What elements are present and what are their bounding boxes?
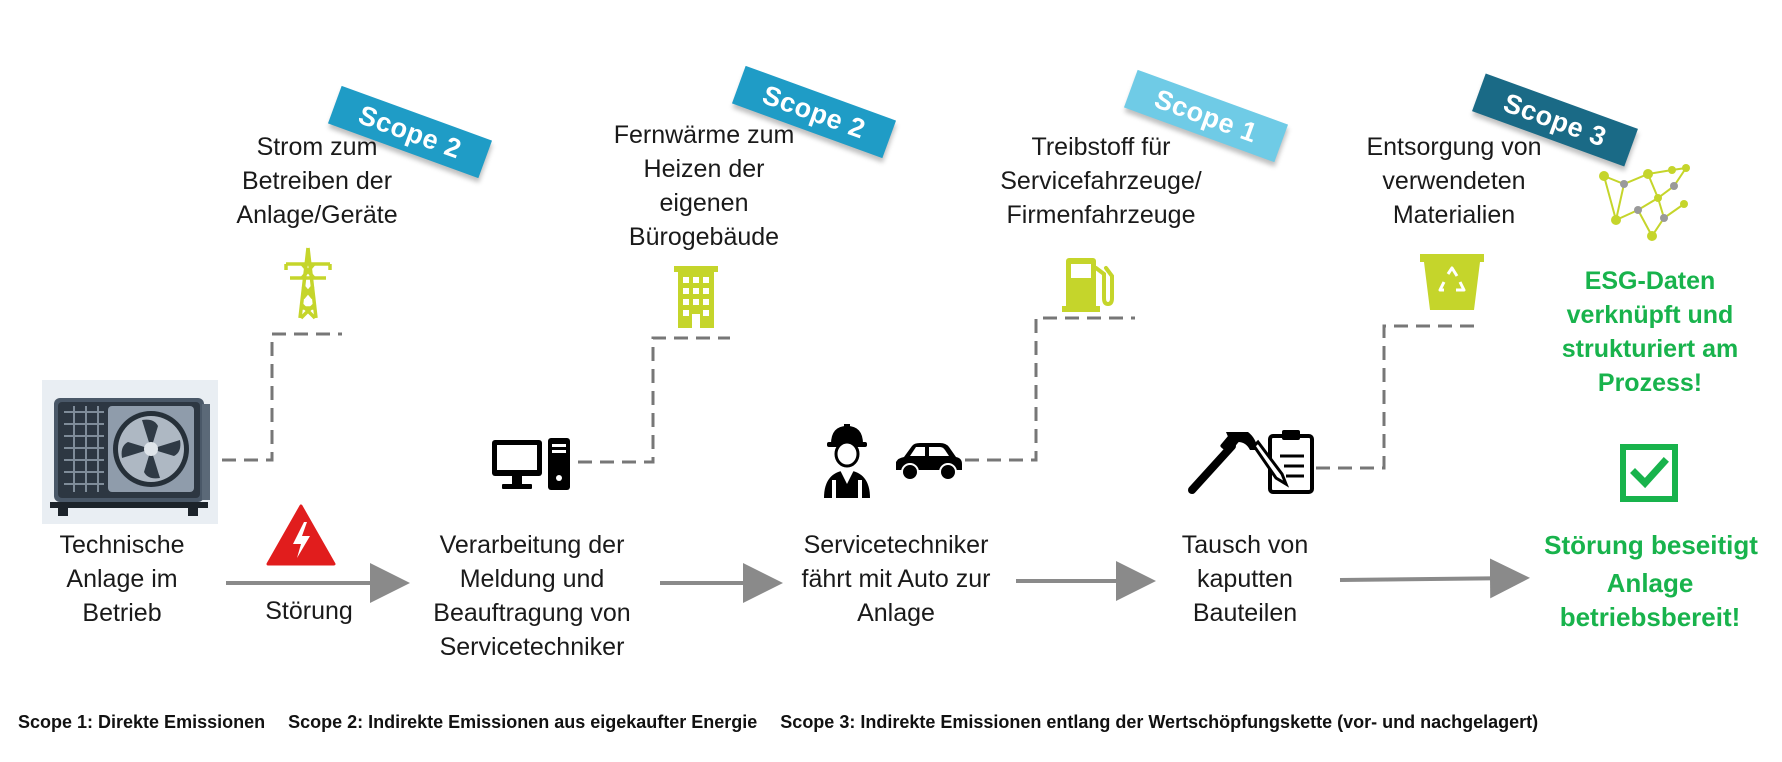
emission-label-entsorgung: Entsorgung von verwendeten Materialien xyxy=(1366,133,1542,229)
process-arrow-4 xyxy=(1339,558,1530,599)
network-graph-icon xyxy=(1594,164,1694,250)
stage-label-tausch: Tausch von kaputten Bauteilen xyxy=(1181,531,1309,627)
stage-label-verarbeitung: Verarbeitung der Meldung und Beauftragun… xyxy=(433,531,631,661)
heat-pump-unit-icon xyxy=(42,380,218,524)
hammer-icon xyxy=(1186,428,1262,496)
dashed-connector-1 xyxy=(222,332,342,462)
computer-icon xyxy=(490,436,574,492)
emission-label-fernwaerme: Fernwärme zum Heizen der eigenen Bürogeb… xyxy=(613,121,795,251)
stage-label-anlage: Technische Anlage im Betrieb xyxy=(59,531,185,627)
emission-label-treibstoff: Treibstoff für Servicefahrzeuge/ Firmenf… xyxy=(1000,133,1202,229)
car-icon xyxy=(890,440,966,482)
emission-label-strom: Strom zum Betreiben der Anlage/Geräte xyxy=(236,133,398,229)
clipboard-icon xyxy=(1252,428,1316,494)
result-stoerung-beseitigt: Störung beseitigt xyxy=(1544,530,1758,560)
warning-lightning-icon xyxy=(266,504,336,566)
fuel-pump-icon xyxy=(1062,254,1114,312)
checkbox-checked-icon xyxy=(1620,444,1678,502)
esg-data-text: ESG-Daten verknüpft und strukturiert am … xyxy=(1561,267,1739,397)
scope-legend-footer: Scope 1: Direkte Emissionen Scope 2: Ind… xyxy=(18,712,1556,733)
dashed-connector-2 xyxy=(578,336,730,464)
legend-scope-3: Scope 3: Indirekte Emissionen entlang de… xyxy=(780,712,1539,732)
legend-scope-1: Scope 1: Direkte Emissionen xyxy=(18,712,266,732)
recycling-bin-icon xyxy=(1420,252,1484,312)
stage-label-servicetechniker: Servicetechniker fährt mit Auto zur Anla… xyxy=(801,531,991,627)
office-building-icon xyxy=(674,264,718,330)
dashed-connector-4 xyxy=(1316,324,1482,470)
power-pylon-icon xyxy=(282,246,334,320)
technician-icon xyxy=(818,422,876,498)
legend-scope-2: Scope 2: Indirekte Emissionen aus eigeka… xyxy=(288,712,758,732)
dashed-connector-3 xyxy=(965,316,1135,462)
result-anlage-betriebsbereit: Anlage betriebsbereit! xyxy=(1559,568,1741,632)
stoerung-label: Störung xyxy=(265,597,353,625)
